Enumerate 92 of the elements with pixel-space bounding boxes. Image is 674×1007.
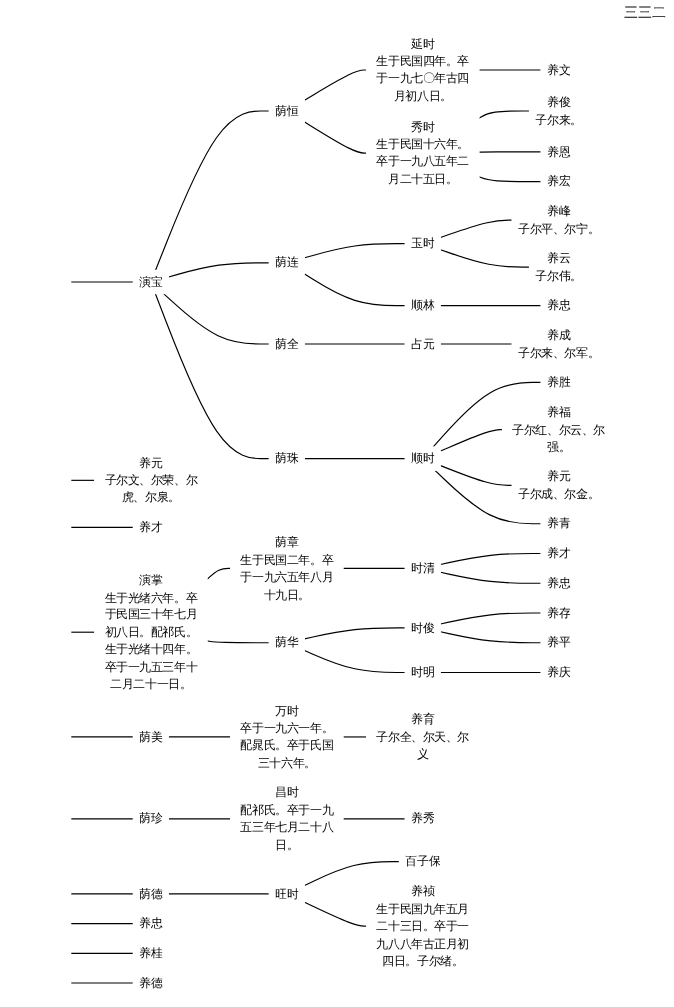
connector <box>439 465 513 486</box>
node-text: 养忠 <box>139 916 163 931</box>
node-text: 荫珍 <box>139 811 163 826</box>
node-text: 养德 <box>139 975 163 990</box>
node-text: 养文 <box>547 62 571 77</box>
node-text: 养平 <box>547 635 571 650</box>
connector <box>478 176 542 183</box>
connector <box>168 893 270 895</box>
connector <box>304 273 406 307</box>
node-text: 顺林 <box>411 298 435 313</box>
connector <box>478 110 530 119</box>
node-text: 养秀 <box>411 811 435 826</box>
connector <box>70 479 96 481</box>
node-text: 养庆 <box>547 665 571 680</box>
node-text: 荫德 <box>139 886 163 901</box>
connector <box>168 262 270 278</box>
connector <box>70 631 96 633</box>
connector <box>439 552 542 566</box>
node-text: 养成 子尔来、尔军。 <box>518 328 600 360</box>
node-text: 荫恒 <box>275 103 299 118</box>
connector <box>70 818 134 820</box>
connector <box>304 861 400 886</box>
connector <box>439 612 542 625</box>
node-text: 荫珠 <box>275 451 299 466</box>
node-text: 延时 生于民国四年。卒于一九七〇年古四月初八日。 <box>376 36 470 103</box>
node-text: 荫美 <box>139 729 163 744</box>
node-text: 荫全 <box>275 336 299 351</box>
node-text: 秀时 生于民国十六年。卒于一九八五年二月二十五日。 <box>376 119 470 186</box>
node-text: 玉时 <box>411 236 435 251</box>
connector <box>70 952 134 954</box>
connector <box>439 219 513 239</box>
connector <box>439 631 542 644</box>
connector <box>206 567 231 580</box>
connector <box>304 121 367 154</box>
connector <box>304 649 406 674</box>
node-text: 养青 <box>547 516 571 531</box>
connector <box>70 736 134 738</box>
connector <box>163 293 270 345</box>
node-text: 养胜 <box>547 375 571 390</box>
connector <box>154 293 270 460</box>
connector <box>70 893 134 895</box>
node-text: 演掌 生于光绪六年。卒于民国三十年七月初八日。配祁氏。生于光绪十四年。卒于一九五三年十二月二十一日。 <box>104 572 198 692</box>
node-text: 养育 子尔全、尔天、尔义 <box>376 712 470 762</box>
connector <box>304 458 406 460</box>
node-text: 养忠 <box>547 576 571 591</box>
connector <box>206 640 270 644</box>
connector <box>70 526 134 529</box>
node-text: 养峰 子尔平、尔宁。 <box>518 204 600 236</box>
connector <box>304 627 406 640</box>
node-text: 时俊 <box>411 620 435 635</box>
connector <box>304 243 406 259</box>
node-text: 养恩 <box>547 144 571 159</box>
node-text: 万时 卒于一九六一年。配晁氏。卒于氏国三十六年。 <box>240 703 334 770</box>
connector <box>342 818 406 820</box>
page-number: 三三二 <box>624 4 666 20</box>
node-text: 养桂 <box>139 946 163 961</box>
node-text: 百子保 <box>405 854 441 869</box>
node-text: 养才 <box>547 546 571 561</box>
node-text: 养福 子尔红、尔云、尔强。 <box>512 405 606 454</box>
connector <box>168 736 231 738</box>
node-text: 荫华 <box>275 635 299 650</box>
connector <box>439 428 503 452</box>
node-text: 养才 <box>139 520 163 535</box>
node-text: 荫连 <box>275 255 299 270</box>
connector <box>439 571 542 584</box>
connector <box>304 69 367 101</box>
node-text: 养俊 子尔来。 <box>535 95 582 127</box>
connector <box>304 901 367 927</box>
node-text: 顺时 <box>411 451 435 466</box>
connector <box>70 923 134 925</box>
node-text: 时明 <box>411 665 435 680</box>
connector <box>439 249 530 268</box>
node-text: 养元 子尔成、尔金。 <box>518 469 600 501</box>
connector <box>154 110 270 271</box>
connector <box>168 818 231 820</box>
node-text: 昌时 配祁氏。卒于一九五三年七月二十八日。 <box>240 785 334 852</box>
node-text: 养忠 <box>547 298 571 313</box>
node-text: 养元 子尔文、尔荣、尔虎、尔泉。 <box>104 455 198 505</box>
node-text: 养云 子尔伟。 <box>535 251 582 283</box>
node-text: 旺时 <box>275 886 299 901</box>
connector <box>432 381 542 448</box>
connector <box>434 469 542 525</box>
node-text: 养宏 <box>547 174 571 189</box>
node-text: 养存 <box>547 605 571 620</box>
node-text: 养祯 生于民国九年五月二十三日。卒于一九八八年古正月初四日。子尔绪。 <box>376 884 470 968</box>
node-text: 荫章 生于民国二年。卒于一九六五年八月十九日。 <box>240 535 334 602</box>
connector <box>342 567 406 569</box>
node-text: 占元 <box>411 336 435 351</box>
connector <box>439 305 542 307</box>
node-text: 时清 <box>411 561 435 576</box>
connector <box>478 151 542 153</box>
connector <box>439 671 542 674</box>
